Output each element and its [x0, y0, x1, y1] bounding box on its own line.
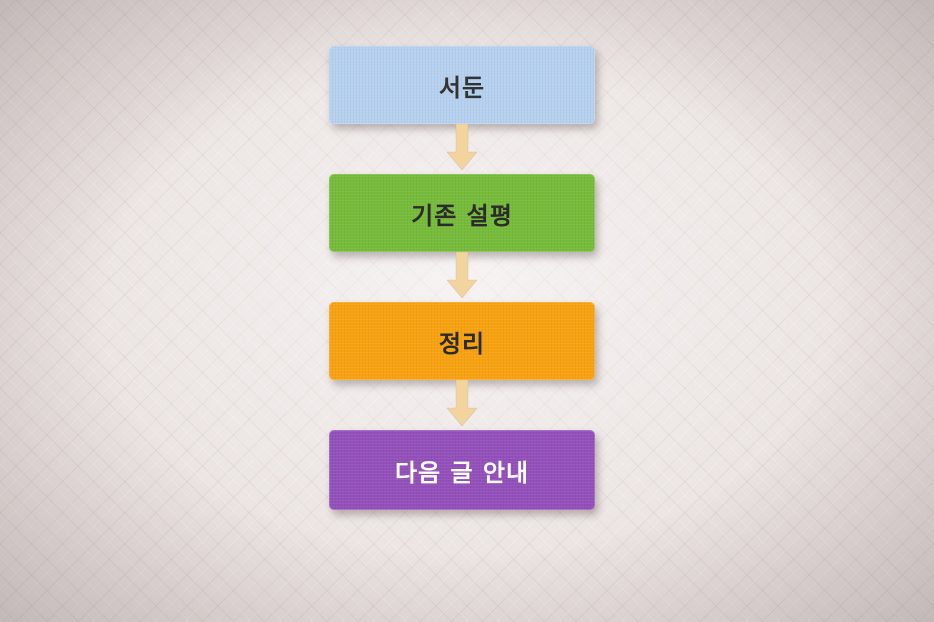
step-summary-label: 정리	[438, 329, 486, 358]
arrow-down-icon	[447, 124, 477, 171]
step-intro-box: 서둔	[329, 46, 595, 124]
arrow-down-icon	[447, 252, 477, 299]
step-review-box: 기존 설평	[329, 174, 595, 252]
step-next-post-box: 다음 글 안내	[329, 430, 595, 510]
step-intro-label: 서둔	[438, 73, 486, 102]
step-next-post-label: 다음 글 안내	[394, 458, 530, 487]
step-summary-box: 정리	[329, 302, 595, 380]
step-review-label: 기존 설평	[411, 201, 513, 230]
arrow-down-icon	[447, 380, 477, 427]
